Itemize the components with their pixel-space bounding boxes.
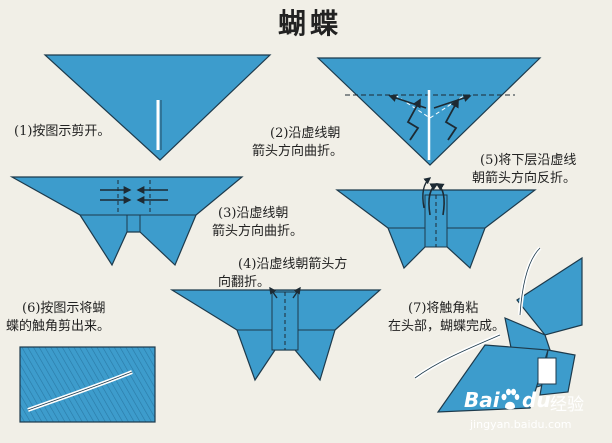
step7-body	[537, 357, 557, 385]
step5-label-line2: 朝箭头方向反折。	[472, 171, 577, 186]
watermark-cn: 经验	[550, 395, 584, 415]
step7-label-line1: (7)将触角粘	[408, 301, 479, 316]
step7-label-line2: 在头部，蝴蝶完成。	[388, 319, 506, 334]
step6-label-line1: (6)按图示将蝴	[22, 301, 106, 316]
step2-arrow-left	[406, 98, 421, 141]
step5-figure	[335, 177, 537, 270]
step1-label: (1)按图示剪开。	[14, 124, 111, 139]
step6-figure	[19, 346, 156, 423]
step3-figure	[9, 176, 244, 267]
step2-label-line1: (2)沿虚线朝	[270, 126, 341, 141]
watermark: Bai du 经验 jingyan.baidu.com	[462, 388, 610, 440]
step6-label-line2: 蝶的触角剪出来。	[6, 319, 111, 334]
step3-label-line2: 箭头方向曲折。	[212, 224, 304, 239]
watermark-brand: Bai	[464, 388, 500, 412]
watermark-url: jingyan.baidu.com	[470, 418, 572, 431]
step4-label-line1: (4)沿虚线朝箭头方	[238, 257, 348, 272]
step4-figure	[169, 286, 382, 382]
step5-label-line1: (5)将下层沿虚线	[480, 153, 577, 168]
step7-lower-wing	[436, 344, 549, 413]
baidu-paw-icon	[500, 388, 520, 410]
watermark-brand-suffix: du	[522, 388, 551, 412]
step2-arrow-right	[444, 98, 459, 141]
page-title: 蝴蝶	[278, 7, 343, 40]
step1-figure	[43, 54, 272, 161]
step6-paper	[19, 346, 156, 423]
step2-label-line2: 箭头方向曲折。	[252, 144, 344, 159]
step7-figure	[413, 246, 583, 413]
step4-label-line2: 向翻折。	[218, 275, 271, 290]
step7-upper-wing	[516, 256, 583, 336]
step2-figure	[316, 57, 542, 166]
step3-label-line1: (3)沿虚线朝	[218, 206, 289, 221]
